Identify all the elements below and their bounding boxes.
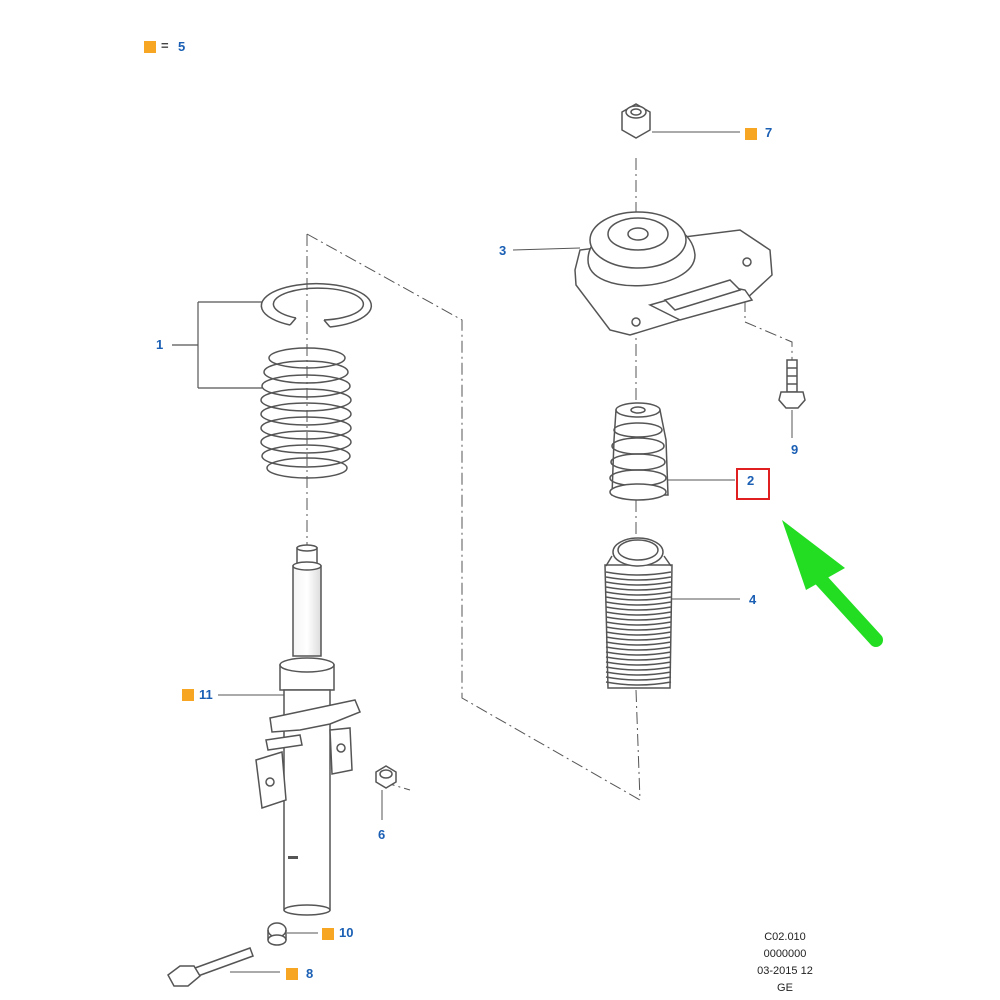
boot-rib (605, 661, 672, 666)
reference-date: 03-2015 12 (757, 965, 813, 977)
boot-rib (605, 631, 672, 636)
leader-lines (218, 131, 793, 973)
reference-code: C02.010 (764, 931, 806, 943)
callout-3: 3 (499, 243, 507, 258)
nut-6 (375, 765, 397, 789)
callout-11-marker (182, 689, 194, 701)
boot-rib (605, 576, 672, 581)
callout-2-highlight (736, 468, 770, 500)
callout-11: 11 (199, 687, 213, 702)
legend-equals: = (161, 38, 169, 53)
coil-spring (260, 347, 352, 479)
boot-rib (605, 636, 672, 641)
bolt-8 (167, 947, 254, 987)
boot-rib (605, 586, 672, 591)
boot-rib (605, 591, 672, 596)
callout-2: 2 (747, 473, 755, 488)
bump-stop (609, 402, 669, 501)
boot-rib (605, 616, 672, 621)
callout-7: 7 (765, 125, 773, 140)
boot-rib (605, 646, 672, 651)
spring-seat-ring (260, 282, 373, 328)
boot-rib (605, 626, 672, 631)
callout-10: 10 (339, 925, 354, 940)
callout-7-marker (745, 128, 757, 140)
legend-marker (144, 41, 156, 53)
boot-rib (605, 666, 672, 671)
boot-rib (605, 656, 672, 661)
boot-rib (605, 581, 672, 586)
reference-number: 0000000 (763, 948, 807, 960)
washer-10 (267, 922, 287, 946)
nut-7 (621, 103, 651, 139)
top-mount (574, 211, 773, 336)
item-1-bracket (172, 301, 262, 389)
boot-rib (605, 621, 672, 626)
boot-rib (605, 651, 672, 656)
reference-region: GE (777, 982, 793, 994)
boot-rib (605, 601, 672, 606)
legend-value: 5 (178, 39, 186, 54)
callout-8: 8 (306, 966, 314, 981)
boot-rib (605, 611, 672, 616)
boot-rib (605, 571, 672, 576)
boot-rib (605, 641, 672, 646)
shock-absorber (255, 544, 361, 916)
callout-4: 4 (749, 592, 757, 607)
boot-rib (605, 671, 672, 676)
dust-boot-ribs (605, 571, 672, 686)
callout-1: 1 (156, 337, 164, 352)
boot-rib (605, 606, 672, 611)
callout-8-marker (286, 968, 298, 980)
boot-rib (605, 676, 672, 681)
dust-boot (604, 537, 673, 689)
callout-10-marker (322, 928, 334, 940)
callout-9: 9 (791, 442, 799, 457)
boot-rib (605, 596, 672, 601)
callout-6: 6 (378, 827, 386, 842)
green-arrow (782, 520, 883, 647)
boot-rib (605, 681, 672, 686)
bolt-9 (778, 359, 806, 409)
